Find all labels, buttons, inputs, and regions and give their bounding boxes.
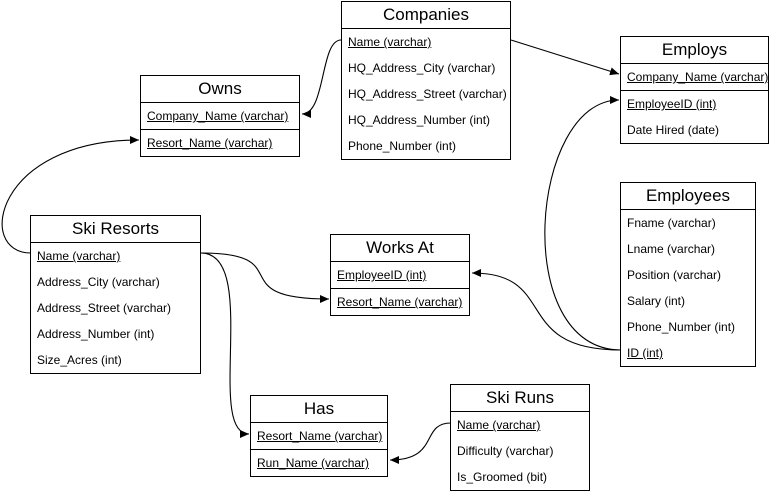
attribute: Company_Name (varchar) — [141, 103, 299, 130]
attribute: Position (varchar) — [627, 268, 722, 282]
entity-owns[interactable]: Owns Company_Name (varchar) Resort_Name … — [140, 75, 300, 157]
attribute: Address_Street (varchar) — [37, 301, 172, 315]
attribute: EmployeeID (int) — [331, 262, 469, 289]
attribute: Phone_Number (int) — [627, 320, 736, 334]
link-resorts-owns — [1, 136, 140, 254]
entity-title: Ski Resorts — [31, 216, 200, 243]
attribute: Phone_Number (int) — [348, 139, 457, 153]
entity-title: Ski Runs — [451, 385, 589, 412]
entity-works-at[interactable]: Works At EmployeeID (int) Resort_Name (v… — [330, 234, 470, 316]
entity-title: Employs — [621, 37, 768, 64]
attribute: Difficulty (varchar) — [457, 444, 554, 458]
attribute: EmployeeID (int) — [627, 97, 717, 111]
link-employees-employs — [544, 96, 622, 351]
attribute: Name (varchar) — [348, 35, 432, 49]
attribute: Name (varchar) — [37, 249, 121, 263]
entity-employees[interactable]: Employees Fname (varchar) Lname (varchar… — [620, 182, 756, 367]
attribute: Fname (varchar) — [627, 216, 716, 230]
entity-ski-runs[interactable]: Ski Runs Name (varchar) Difficulty (varc… — [450, 384, 590, 491]
link-employees-worksat — [471, 269, 622, 351]
attribute: HQ_Address_City (varchar) — [348, 61, 496, 75]
attribute: Resort_Name (varchar) — [251, 423, 387, 450]
entity-companies[interactable]: Companies Name (varchar) HQ_Address_City… — [341, 1, 511, 160]
attribute: Lname (varchar) — [627, 242, 716, 256]
entity-ski-resorts[interactable]: Ski Resorts Name (varchar) Address_City … — [30, 215, 201, 374]
entity-employs[interactable]: Employs Company_Name (varchar) EmployeeI… — [620, 36, 769, 144]
entity-title: Employees — [621, 183, 755, 210]
attribute: Resort_Name (varchar) — [337, 295, 463, 309]
attribute: Address_Number (int) — [37, 327, 155, 341]
link-companies-employs — [510, 39, 620, 76]
entity-title: Owns — [141, 76, 299, 103]
attribute: Resort_Name (varchar) — [147, 136, 273, 150]
link-skiruns-has — [389, 422, 452, 464]
attribute: Company_Name (varchar) — [621, 64, 768, 91]
attribute: Salary (int) — [627, 294, 686, 308]
entity-has[interactable]: Has Resort_Name (varchar) Run_Name (varc… — [250, 395, 388, 477]
attribute: Date Hired (date) — [627, 123, 720, 137]
entity-title: Works At — [331, 235, 469, 262]
link-companies-owns — [301, 39, 342, 118]
attribute: Run_Name (varchar) — [257, 456, 370, 470]
entity-title: Has — [251, 396, 387, 423]
entity-title: Companies — [342, 2, 510, 29]
attribute: Address_City (varchar) — [37, 275, 160, 289]
attribute: Is_Groomed (bit) — [457, 470, 548, 484]
attribute: ID (int) — [627, 346, 663, 360]
attribute: HQ_Address_Number (int) — [348, 113, 491, 127]
attribute: HQ_Address_Street (varchar) — [348, 87, 507, 101]
attribute: Name (varchar) — [457, 418, 541, 432]
link-resorts-has — [200, 252, 250, 438]
link-resorts-worksat — [200, 252, 330, 303]
attribute: Size_Acres (int) — [37, 353, 122, 367]
